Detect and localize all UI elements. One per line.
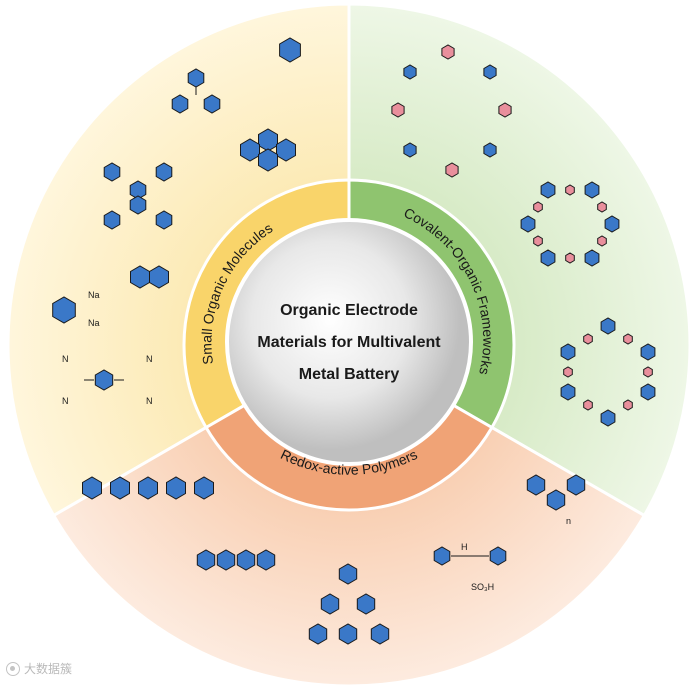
chem-label-so3h: SO₃H (471, 582, 494, 592)
benzene-ring-icon (565, 184, 575, 196)
chem-label-nh: H (461, 542, 468, 552)
benzene-ring-icon (433, 546, 451, 566)
center-circle (225, 218, 473, 466)
benzene-ring-icon (533, 235, 543, 247)
chem-label-n4: N (146, 396, 153, 406)
watermark-logo-icon (6, 661, 20, 676)
benzene-ring-icon (540, 249, 556, 267)
molecule-structures (52, 37, 656, 645)
benzene-ring-icon (391, 102, 405, 118)
benzene-ring-icon (583, 333, 593, 345)
benzene-ring-icon (643, 366, 653, 378)
benzene-ring-icon (403, 64, 417, 80)
benzene-ring-icon (604, 215, 620, 233)
benzene-ring-icon (166, 476, 186, 500)
benzene-ring-icon (194, 476, 214, 500)
benzene-ring-icon (584, 249, 600, 267)
benzene-ring-icon (356, 593, 376, 615)
benzene-ring-icon (338, 623, 358, 645)
benzene-ring-icon (240, 138, 260, 162)
center-title-line2: Materials for Multivalent (257, 334, 441, 351)
benzene-ring-icon (171, 94, 189, 114)
benzene-ring-icon (129, 195, 147, 215)
benzene-ring-icon (103, 210, 121, 230)
benzene-ring-icon (445, 162, 459, 178)
benzene-ring-icon (149, 265, 169, 289)
benzene-ring-icon (258, 128, 278, 152)
chem-label-n2: N (146, 354, 153, 364)
benzene-ring-icon (489, 546, 507, 566)
watermark-text: 大数据簇 (24, 662, 73, 676)
benzene-ring-icon (110, 476, 130, 500)
benzene-ring-icon (103, 162, 121, 182)
benzene-ring-icon (563, 366, 573, 378)
benzene-ring-icon (583, 399, 593, 411)
benzene-ring-icon (597, 201, 607, 213)
benzene-ring-icon (130, 265, 150, 289)
watermark: 大数据簇 (6, 660, 72, 677)
chem-label-n-sub: n (566, 516, 571, 526)
benzene-ring-icon (566, 474, 586, 496)
benzene-ring-icon (196, 549, 216, 571)
benzene-ring-icon (498, 102, 512, 118)
benzene-ring-icon (403, 142, 417, 158)
benzene-ring-icon (526, 474, 546, 496)
benzene-ring-icon (640, 383, 656, 401)
benzene-ring-icon (441, 44, 455, 60)
benzene-ring-icon (138, 476, 158, 500)
benzene-ring-icon (203, 94, 221, 114)
benzene-ring-icon (308, 623, 328, 645)
chem-label-na-top: Na (88, 290, 100, 300)
chem-label-na-bottom: Na (88, 318, 100, 328)
chem-label-n3: N (62, 396, 69, 406)
benzene-ring-icon (597, 235, 607, 247)
benzene-ring-icon (155, 210, 173, 230)
benzene-ring-icon (370, 623, 390, 645)
benzene-ring-icon (520, 215, 536, 233)
benzene-ring-icon (483, 142, 497, 158)
benzene-ring-icon (258, 148, 278, 172)
benzene-ring-icon (640, 343, 656, 361)
chem-label-n1: N (62, 354, 69, 364)
benzene-ring-icon (540, 181, 556, 199)
benzene-ring-icon (216, 549, 236, 571)
quinone-ring-icon (279, 37, 301, 63)
benzene-ring-icon (320, 593, 340, 615)
center-title-line1: Organic Electrode (280, 302, 418, 319)
benzene-ring-icon (533, 201, 543, 213)
benzene-ring-icon (236, 549, 256, 571)
benzene-ring-icon (338, 563, 358, 585)
benzene-ring-icon (187, 68, 205, 88)
quinone-ring-icon (52, 296, 76, 324)
center-title-line3: Metal Battery (299, 366, 400, 383)
benzene-ring-icon (256, 549, 276, 571)
benzene-ring-icon (623, 333, 633, 345)
benzene-ring-icon (623, 399, 633, 411)
benzene-ring-icon (155, 162, 173, 182)
benzene-ring-icon (546, 489, 566, 511)
benzene-ring-icon (276, 138, 296, 162)
benzene-ring-icon (560, 343, 576, 361)
benzene-ring-icon (483, 64, 497, 80)
benzene-ring-icon (560, 383, 576, 401)
benzene-ring-icon (600, 409, 616, 427)
benzene-ring-icon (600, 317, 616, 335)
tcnq-ring-icon (94, 369, 114, 391)
benzene-ring-icon (565, 252, 575, 264)
benzene-ring-icon (82, 476, 102, 500)
benzene-ring-icon (584, 181, 600, 199)
